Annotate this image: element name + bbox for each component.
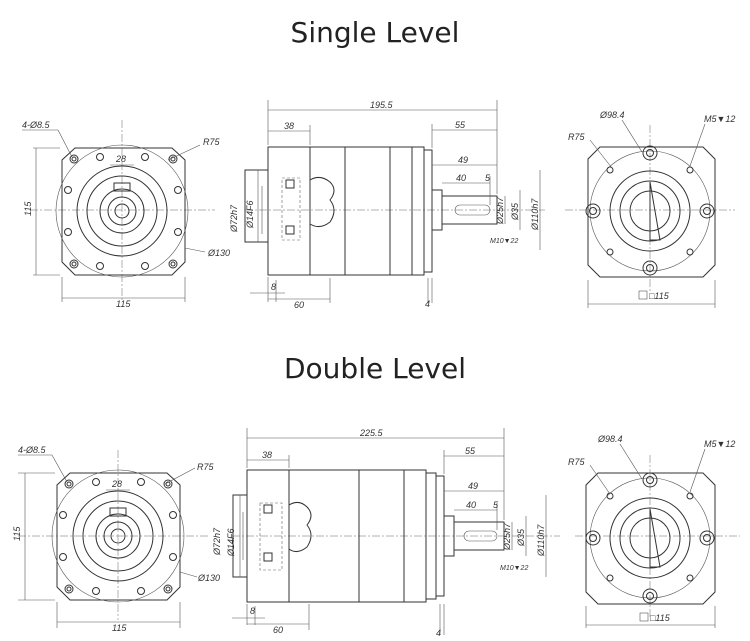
- bolt-holes-double: [59, 478, 177, 595]
- single-side-d3: Ø25h7: [495, 196, 505, 225]
- double-back-radius: R75: [568, 457, 586, 467]
- single-side-d5: Ø110h7: [530, 198, 540, 231]
- single-side-d4: Ø35: [510, 202, 520, 221]
- double-side-length: 225.5: [359, 428, 384, 438]
- double-side-key-length: 49: [468, 481, 478, 491]
- single-side-key-offset: 5: [485, 173, 491, 183]
- double-side-m8: 8: [250, 606, 255, 616]
- double-side-d5: Ø110h7: [536, 524, 546, 557]
- double-front-bolt-circle: Ø130: [197, 573, 220, 583]
- single-back-tap: M5▼12: [704, 114, 735, 124]
- single-side-m4: 4: [425, 299, 430, 309]
- single-side-thread: M10▼22: [490, 238, 518, 245]
- double-side-d2: Ø14F6: [226, 528, 236, 557]
- single-front-holes: 4-Ø8.5: [22, 120, 51, 130]
- double-side-thread: M10▼22: [500, 565, 528, 572]
- single-side-m60: 60: [294, 300, 304, 310]
- double-side-m4: 4: [436, 628, 441, 638]
- double-back-tap: M5▼12: [704, 439, 735, 449]
- double-back-view: □115 Ø98.4 R75 M5▼12: [568, 434, 740, 628]
- single-side-length: 195.5: [370, 100, 394, 110]
- double-level-title: Double Level: [283, 352, 467, 385]
- single-level-title: Single Level: [290, 16, 460, 49]
- single-front-bolt-circle: Ø130: [207, 248, 230, 258]
- double-side-shaft-length: 55: [465, 446, 476, 456]
- single-back-radius: R75: [568, 132, 586, 142]
- single-side-d1: Ø72h7: [229, 204, 239, 233]
- single-front-width: 115: [116, 299, 131, 309]
- single-side-d2: Ø14F6: [245, 200, 255, 229]
- double-side-m60: 60: [273, 625, 283, 635]
- double-back-square: □115: [650, 613, 671, 623]
- double-front-inner: 28: [111, 479, 122, 489]
- double-front-holes: 4-Ø8.5: [18, 445, 47, 455]
- double-front-height: 115: [12, 526, 22, 541]
- single-front-inner: 28: [115, 154, 126, 164]
- double-front-view: 115 115 4-Ø8.5 R75 28 Ø130: [12, 445, 220, 633]
- single-side-flange: 38: [284, 121, 294, 131]
- single-side-key-length: 49: [458, 155, 468, 165]
- double-side-key: 40: [466, 500, 476, 510]
- double-side-d1: Ø72h7: [212, 527, 222, 556]
- double-side-d4: Ø35: [516, 528, 526, 547]
- single-front-view: 115 115 4-Ø8.5 R75 28 Ø130: [22, 120, 230, 309]
- single-side-shaft-length: 55: [455, 120, 466, 130]
- double-side-key-offset: 5: [493, 500, 499, 510]
- single-back-square: □115: [649, 291, 670, 301]
- single-front-height: 115: [23, 201, 33, 216]
- single-back-view: □115 Ø98.4 R75 M5▼12: [565, 110, 735, 308]
- double-side-d3: Ø25h7: [502, 522, 512, 551]
- single-side-view: 195.5 38 55 49 40 5 Ø72h7 Ø14F6 Ø25h7 Ø3…: [229, 100, 545, 310]
- bolt-holes: [64, 153, 182, 270]
- single-front-radius: R75: [203, 137, 221, 147]
- double-front-radius: R75: [197, 462, 215, 472]
- double-side-view: 225.5 38 55 49 40 5 Ø72h7 Ø14F6 Ø25h7 Ø3…: [212, 428, 560, 638]
- single-side-m8: 8: [271, 282, 276, 292]
- double-front-width: 115: [112, 623, 127, 633]
- double-back-pcd: Ø98.4: [597, 434, 623, 444]
- single-back-pcd: Ø98.4: [599, 110, 625, 120]
- double-side-flange: 38: [262, 450, 272, 460]
- single-side-key: 40: [456, 173, 466, 183]
